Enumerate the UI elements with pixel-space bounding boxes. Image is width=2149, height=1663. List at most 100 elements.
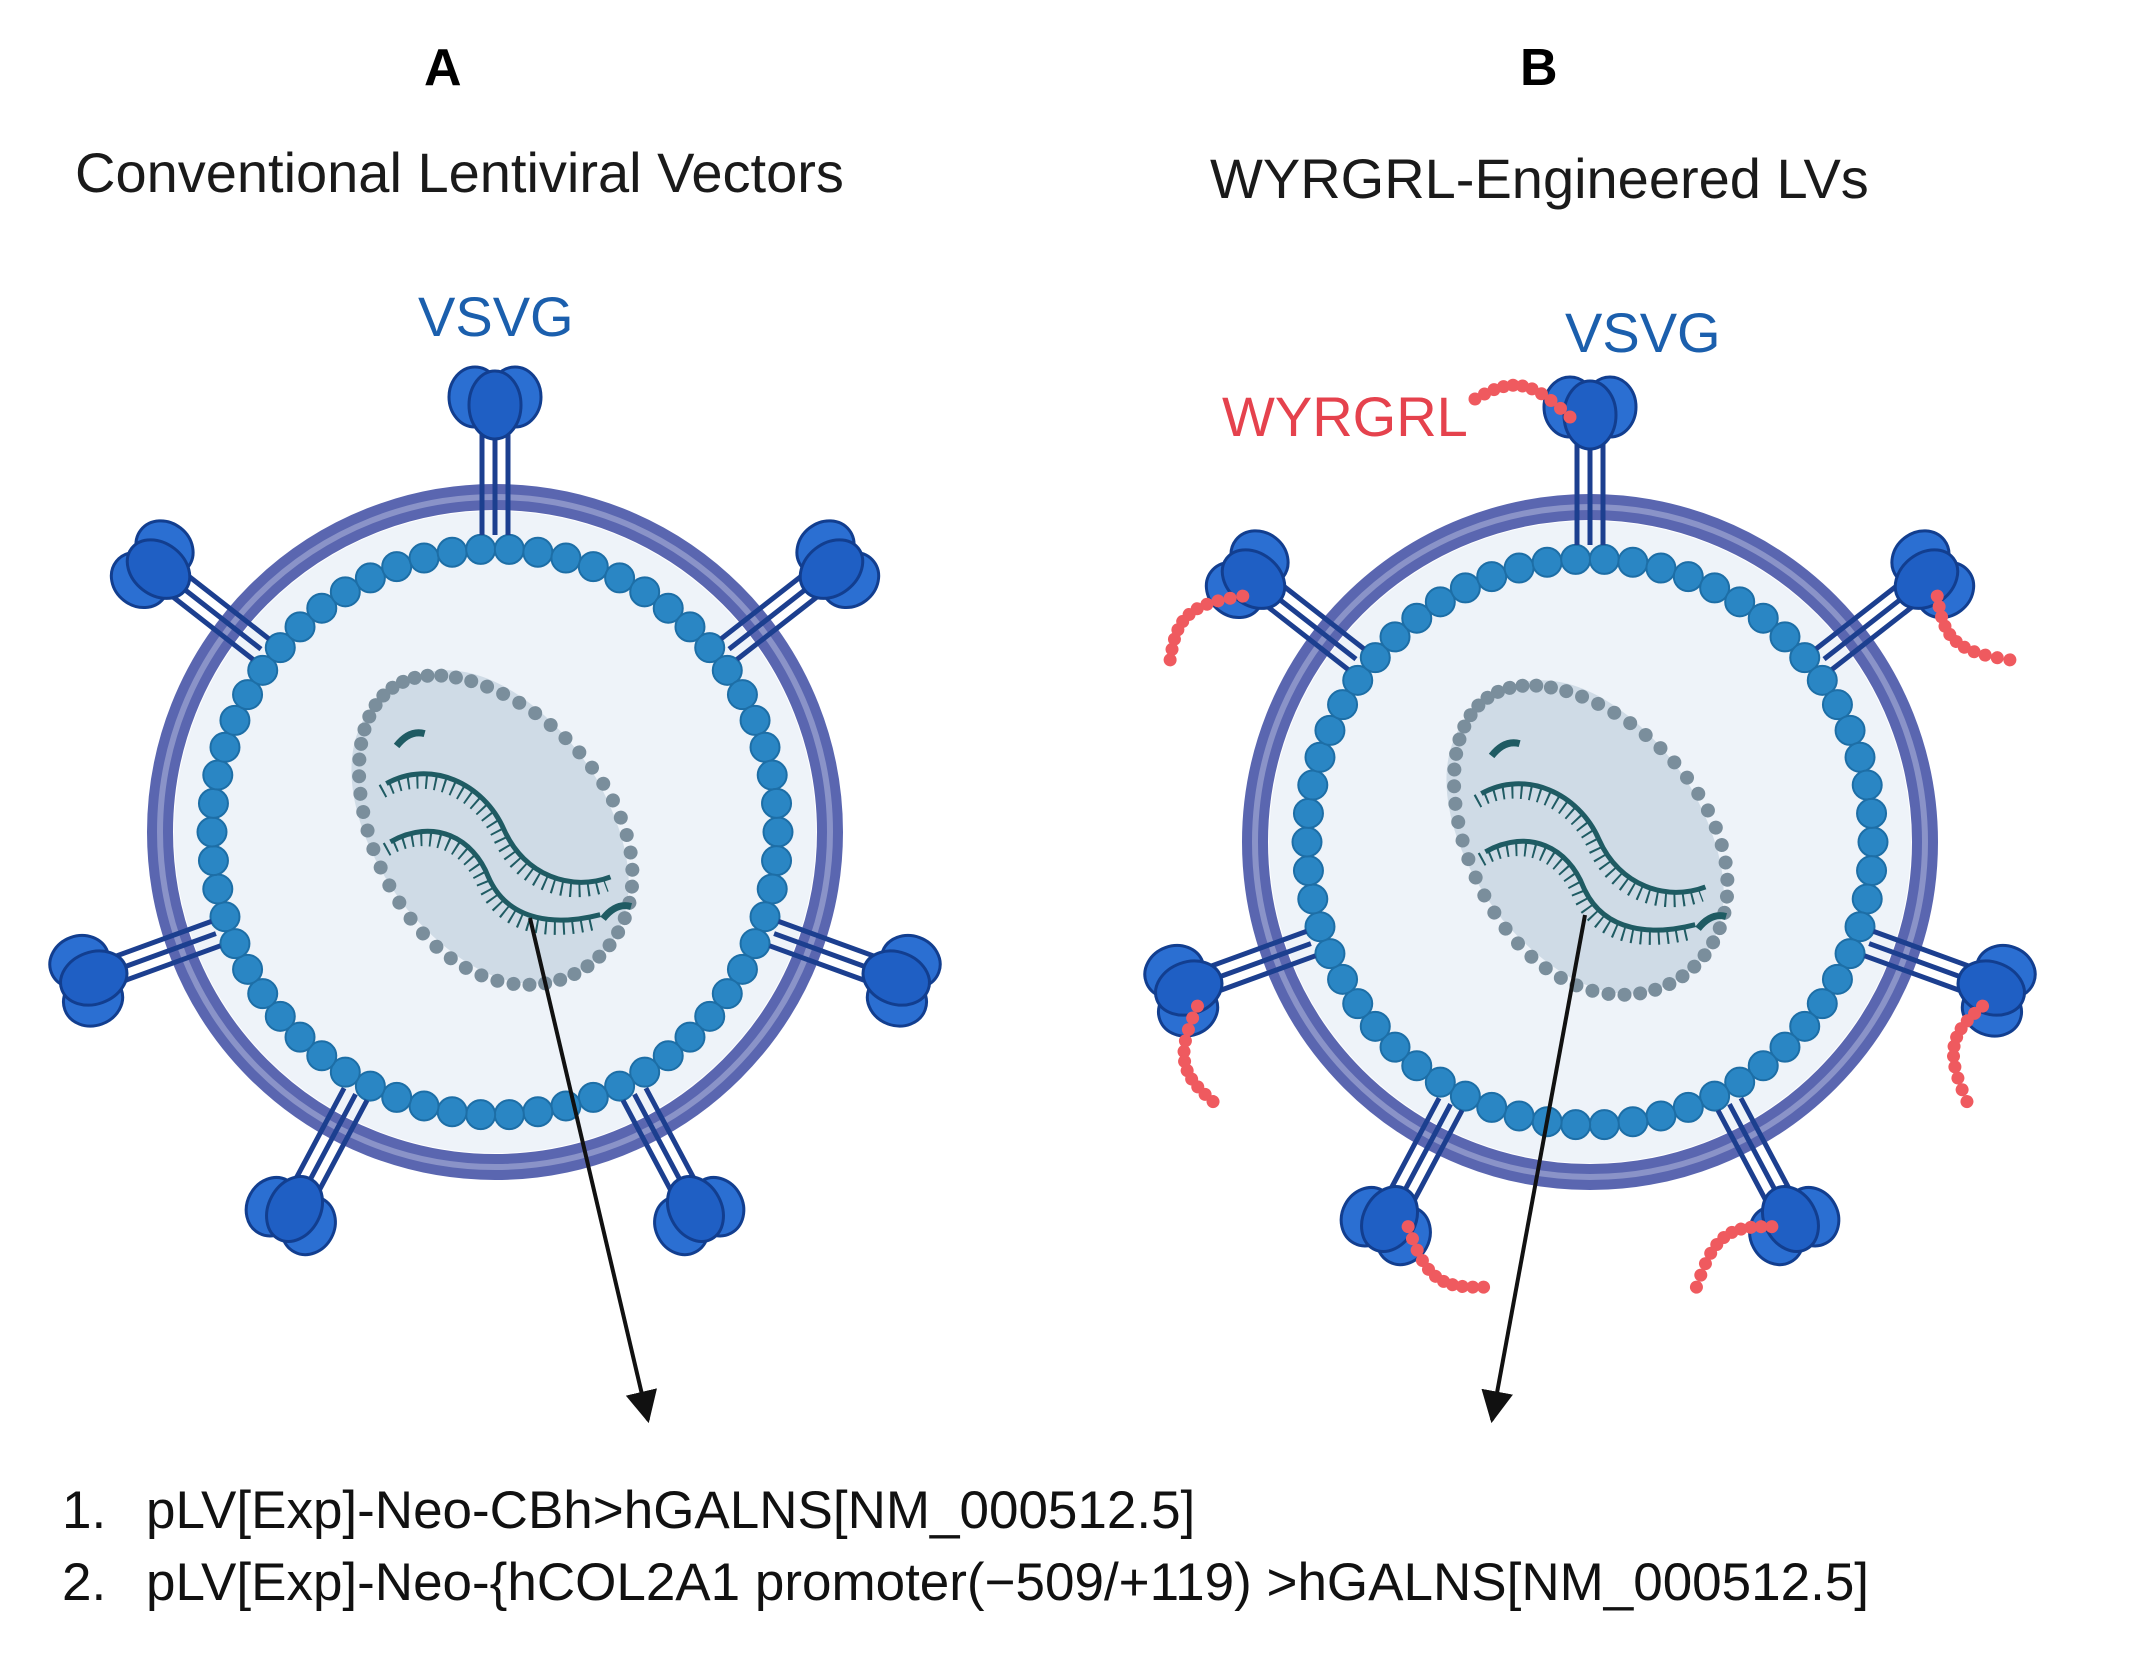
matrix-bead bbox=[1821, 689, 1853, 721]
matrix-bead bbox=[219, 704, 251, 736]
capsid-bead bbox=[1455, 833, 1470, 848]
peptide-bead bbox=[1200, 597, 1214, 611]
peptide-bead bbox=[1957, 640, 1971, 654]
matrix-bead bbox=[408, 1090, 440, 1122]
rna-strand bbox=[1480, 781, 1707, 895]
panel-b-vsvg-spike bbox=[1542, 375, 1638, 545]
matrix-bead bbox=[202, 873, 234, 905]
peptide-bead bbox=[1236, 589, 1250, 603]
matrix-bead bbox=[1851, 883, 1883, 915]
spike-stalk bbox=[177, 583, 263, 652]
matrix-bead bbox=[1314, 714, 1346, 746]
capsid-bead bbox=[1653, 741, 1668, 756]
matrix-bead bbox=[493, 533, 525, 565]
peptide-bead bbox=[1694, 1268, 1708, 1282]
peptide-bead bbox=[1563, 410, 1577, 424]
panel-b-wyrgrl-label: WYRGRL bbox=[1222, 385, 1468, 448]
peptide-bead bbox=[1477, 1280, 1491, 1294]
panel-a-vsvg-spike bbox=[620, 1086, 746, 1257]
panel-a-vsvg-spike bbox=[447, 365, 543, 535]
matrix-bead bbox=[1789, 1010, 1821, 1042]
capsid-bead bbox=[1667, 755, 1682, 770]
matrix-bead bbox=[381, 1081, 413, 1113]
capsid-bead bbox=[1675, 969, 1690, 984]
matrix-bead bbox=[761, 845, 793, 877]
matrix-bead bbox=[264, 632, 296, 664]
peptide-bead bbox=[1506, 378, 1520, 392]
capsid-bead bbox=[522, 977, 537, 992]
matrix-bead bbox=[354, 1070, 386, 1102]
peptide-bead bbox=[1163, 653, 1177, 667]
matrix-bead bbox=[196, 816, 228, 848]
matrix-bead bbox=[197, 787, 229, 819]
panel-b-genome-arrow bbox=[1481, 914, 1587, 1424]
matrix-bead bbox=[739, 704, 771, 736]
spike-stalk bbox=[293, 1086, 347, 1182]
spike-stalk bbox=[121, 943, 222, 984]
capsid-bead bbox=[506, 976, 521, 991]
matrix-bead bbox=[329, 1056, 361, 1088]
capsid-bead bbox=[1490, 684, 1505, 699]
spike-stalk bbox=[643, 1086, 697, 1182]
capsid-bead bbox=[605, 793, 620, 808]
capsid-bead bbox=[1480, 690, 1495, 705]
capsid-bead bbox=[420, 668, 435, 683]
capsid-bead bbox=[1623, 716, 1638, 731]
matrix-bead bbox=[1645, 552, 1677, 584]
matrix-bead bbox=[1672, 561, 1704, 593]
panel-a-vsvg-spike bbox=[48, 919, 222, 1028]
spike-stalk bbox=[1863, 953, 1964, 994]
matrix-bead bbox=[1806, 664, 1838, 696]
capsid-bead bbox=[1691, 786, 1706, 801]
peptide-bead bbox=[1206, 1095, 1220, 1109]
peptide-bead bbox=[1186, 1011, 1200, 1025]
capsid-bead bbox=[558, 731, 573, 746]
capsid-bead bbox=[1543, 680, 1558, 695]
spike-stalk bbox=[1727, 1103, 1781, 1198]
peptide-bead bbox=[1455, 1279, 1469, 1293]
matrix-bead bbox=[1769, 621, 1801, 653]
peptide-bead bbox=[1689, 1280, 1703, 1294]
capsid-bead bbox=[1553, 970, 1568, 985]
matrix-bead bbox=[1292, 855, 1324, 887]
peptide-bead bbox=[2003, 653, 2017, 667]
capsid-bead bbox=[480, 679, 495, 694]
capsid-bead bbox=[1487, 905, 1502, 920]
capsid-bead bbox=[373, 860, 388, 875]
matrix-bead bbox=[1503, 1100, 1535, 1132]
spike-stalk bbox=[620, 1099, 674, 1194]
matrix-bead bbox=[1789, 642, 1821, 674]
spike-stalk bbox=[117, 931, 217, 972]
peptide-bead bbox=[1211, 594, 1225, 608]
capsid-bead bbox=[1510, 936, 1525, 951]
peptide-bead bbox=[1167, 632, 1181, 646]
capsid-bead bbox=[357, 722, 372, 737]
spike-stalk bbox=[1264, 603, 1350, 672]
construct-item-1: 1.pLV[Exp]-Neo-CBh>hGALNS[NM_000512.5] bbox=[62, 1475, 1869, 1547]
matrix-bead bbox=[219, 928, 251, 960]
matrix-bead bbox=[197, 845, 229, 877]
spike-stalk bbox=[1212, 941, 1312, 982]
matrix-bead bbox=[1379, 621, 1411, 653]
matrix-bead bbox=[1401, 602, 1433, 634]
spike-lobe bbox=[798, 538, 865, 600]
capsid-bead bbox=[490, 973, 505, 988]
peptide-bead bbox=[1178, 1034, 1192, 1048]
capsid-bead bbox=[528, 706, 543, 721]
capsid-bead bbox=[553, 972, 568, 987]
matrix-bead bbox=[1327, 963, 1359, 995]
matrix-bead bbox=[381, 551, 413, 583]
panel-b-wyrgrl-peptide bbox=[1468, 378, 1577, 424]
matrix-bead bbox=[726, 953, 758, 985]
spike-stalk bbox=[1872, 929, 1973, 970]
matrix-bead bbox=[577, 1081, 609, 1113]
capsid bbox=[351, 668, 640, 992]
peptide-bead bbox=[1930, 589, 1944, 603]
matrix-bead bbox=[232, 679, 264, 711]
spike-stalk bbox=[1388, 1096, 1442, 1192]
matrix-bead bbox=[694, 1000, 726, 1032]
capsid-bead bbox=[368, 698, 383, 713]
capsid-bead bbox=[1680, 770, 1695, 785]
